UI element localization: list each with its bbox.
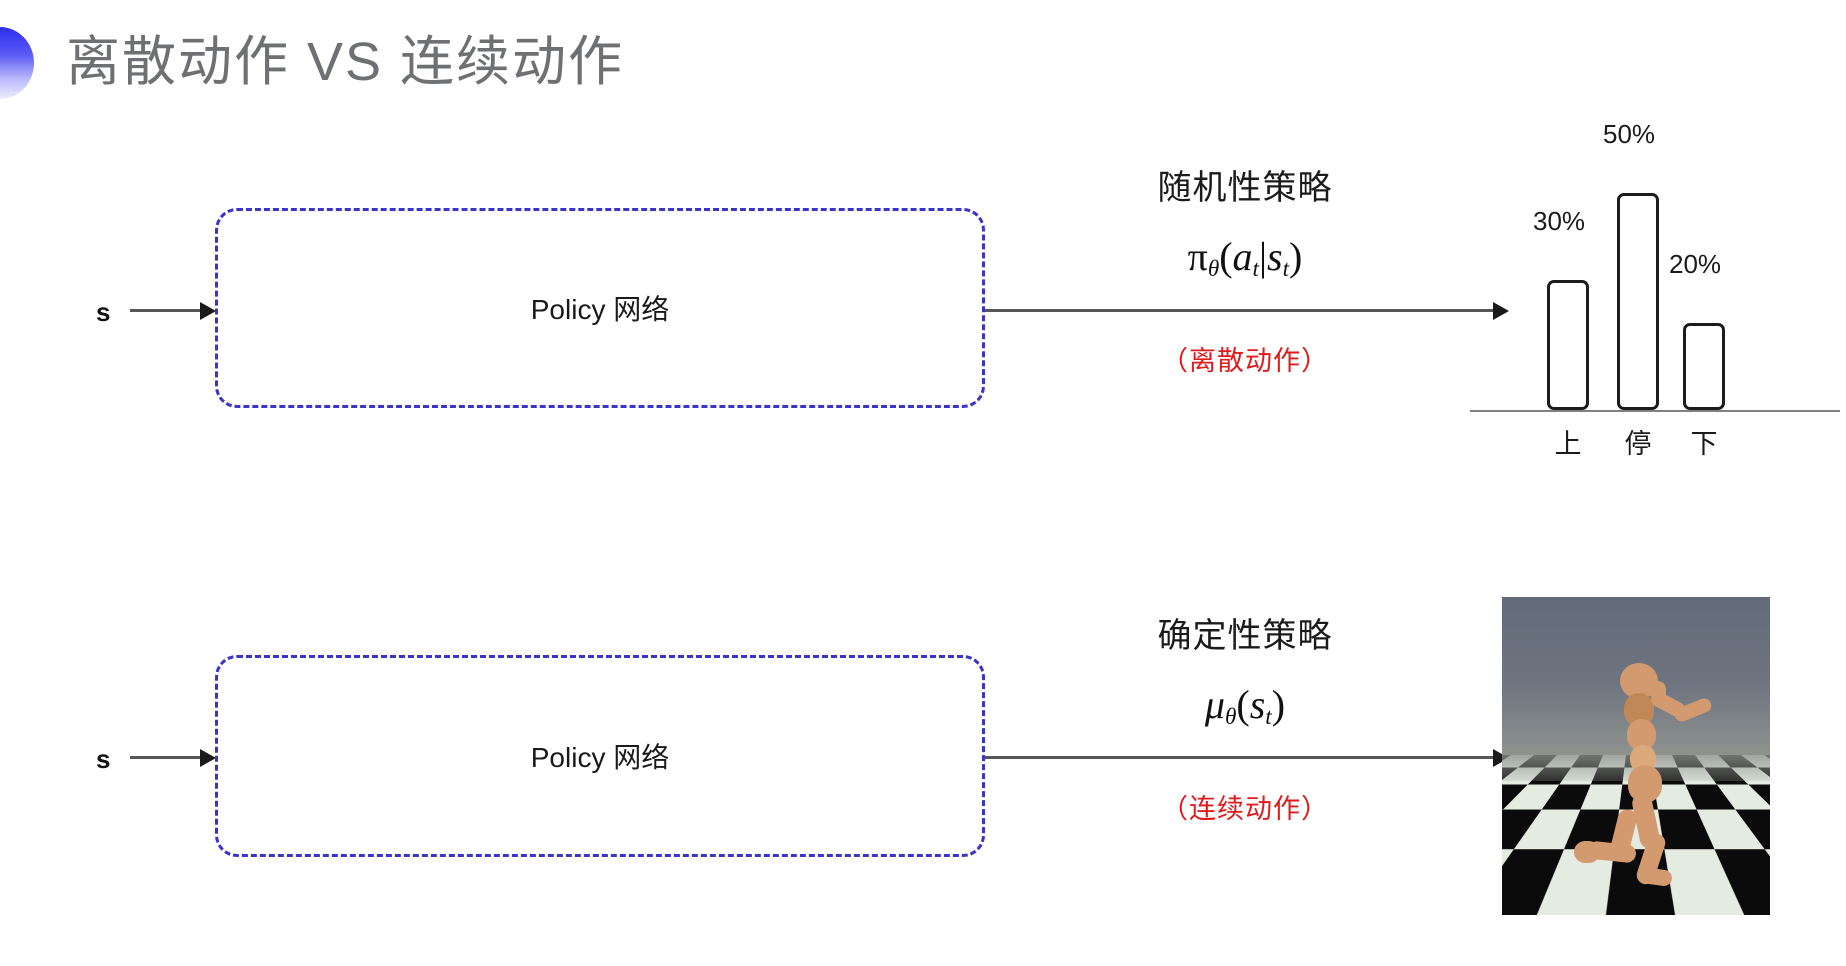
output-arrow-line-continuous <box>985 756 1495 759</box>
input-arrow-head-discrete <box>200 302 216 320</box>
bar-category-label: 下 <box>1690 429 1718 459</box>
annotation-continuous: 确定性策略 μθ(st) （连续动作） <box>1035 608 1455 826</box>
humanoid-right-hand <box>1650 681 1666 701</box>
bar-category-label: 停 <box>1624 429 1652 459</box>
policy-network-box-discrete[interactable]: Policy 网络 <box>215 208 985 408</box>
chart-baseline-axis <box>1470 410 1840 412</box>
bar-value-label: 30% <box>1533 206 1586 236</box>
page-title: 离散动作 VS 连续动作 <box>66 32 625 92</box>
annotation-heading-continuous: 确定性策略 <box>1157 617 1333 655</box>
formula-stochastic-policy: πθ(at|st) <box>1035 233 1455 283</box>
formula-state-symbol: s <box>1267 234 1283 279</box>
state-label-discrete: s <box>96 297 111 327</box>
formula-conditional-bar: | <box>1259 234 1268 279</box>
formula-action-subscript: t <box>1252 255 1259 282</box>
annotation-note-continuous: （连续动作） <box>1161 793 1329 824</box>
policy-network-label-continuous: Policy 网络 <box>530 742 670 773</box>
annotation-discrete: 随机性策略 πθ(at|st) （离散动作） <box>1035 160 1455 378</box>
formula-state-subscript: t <box>1265 703 1272 730</box>
bar-value-label: 20% <box>1669 249 1722 279</box>
bar-value-label: 50% <box>1603 119 1656 149</box>
formula-open-paren: ( <box>1219 234 1233 279</box>
formula-deterministic-policy: μθ(st) <box>1035 681 1455 731</box>
half-circle-gradient-icon <box>0 27 34 99</box>
formula-action-symbol: a <box>1232 234 1253 279</box>
output-arrow-head-discrete <box>1493 302 1509 320</box>
formula-close-paren: ) <box>1289 234 1303 279</box>
input-arrow-line-discrete <box>130 309 202 312</box>
policy-network-box-continuous[interactable]: Policy 网络 <box>215 655 985 857</box>
output-arrow-line-discrete <box>985 309 1495 312</box>
humanoid-simulation-image <box>1502 597 1770 915</box>
humanoid-right-foot <box>1574 841 1600 863</box>
policy-network-label-discrete: Policy 网络 <box>530 294 670 325</box>
formula-state-subscript: t <box>1282 255 1290 282</box>
state-label-continuous: s <box>96 744 111 774</box>
formula-pi-symbol: π <box>1187 234 1208 279</box>
bar-category-label: 上 <box>1554 429 1582 459</box>
formula-open-paren: ( <box>1236 682 1250 727</box>
table-row <box>1683 323 1725 410</box>
input-arrow-head-continuous <box>200 749 216 767</box>
table-row <box>1617 193 1659 410</box>
formula-mu-symbol: μ <box>1204 682 1225 727</box>
formula-theta-subscript: θ <box>1225 703 1237 730</box>
formula-theta-subscript: θ <box>1207 255 1220 282</box>
annotation-heading-discrete: 随机性策略 <box>1157 169 1333 207</box>
annotation-note-discrete: （离散动作） <box>1161 345 1329 376</box>
table-row <box>1547 280 1589 410</box>
input-arrow-line-continuous <box>130 756 202 759</box>
formula-close-paren: ) <box>1271 682 1286 727</box>
discrete-action-bar-chart: 30% 上 50% 停 20% 下 <box>1470 110 1846 459</box>
formula-state-symbol: s <box>1249 682 1266 727</box>
